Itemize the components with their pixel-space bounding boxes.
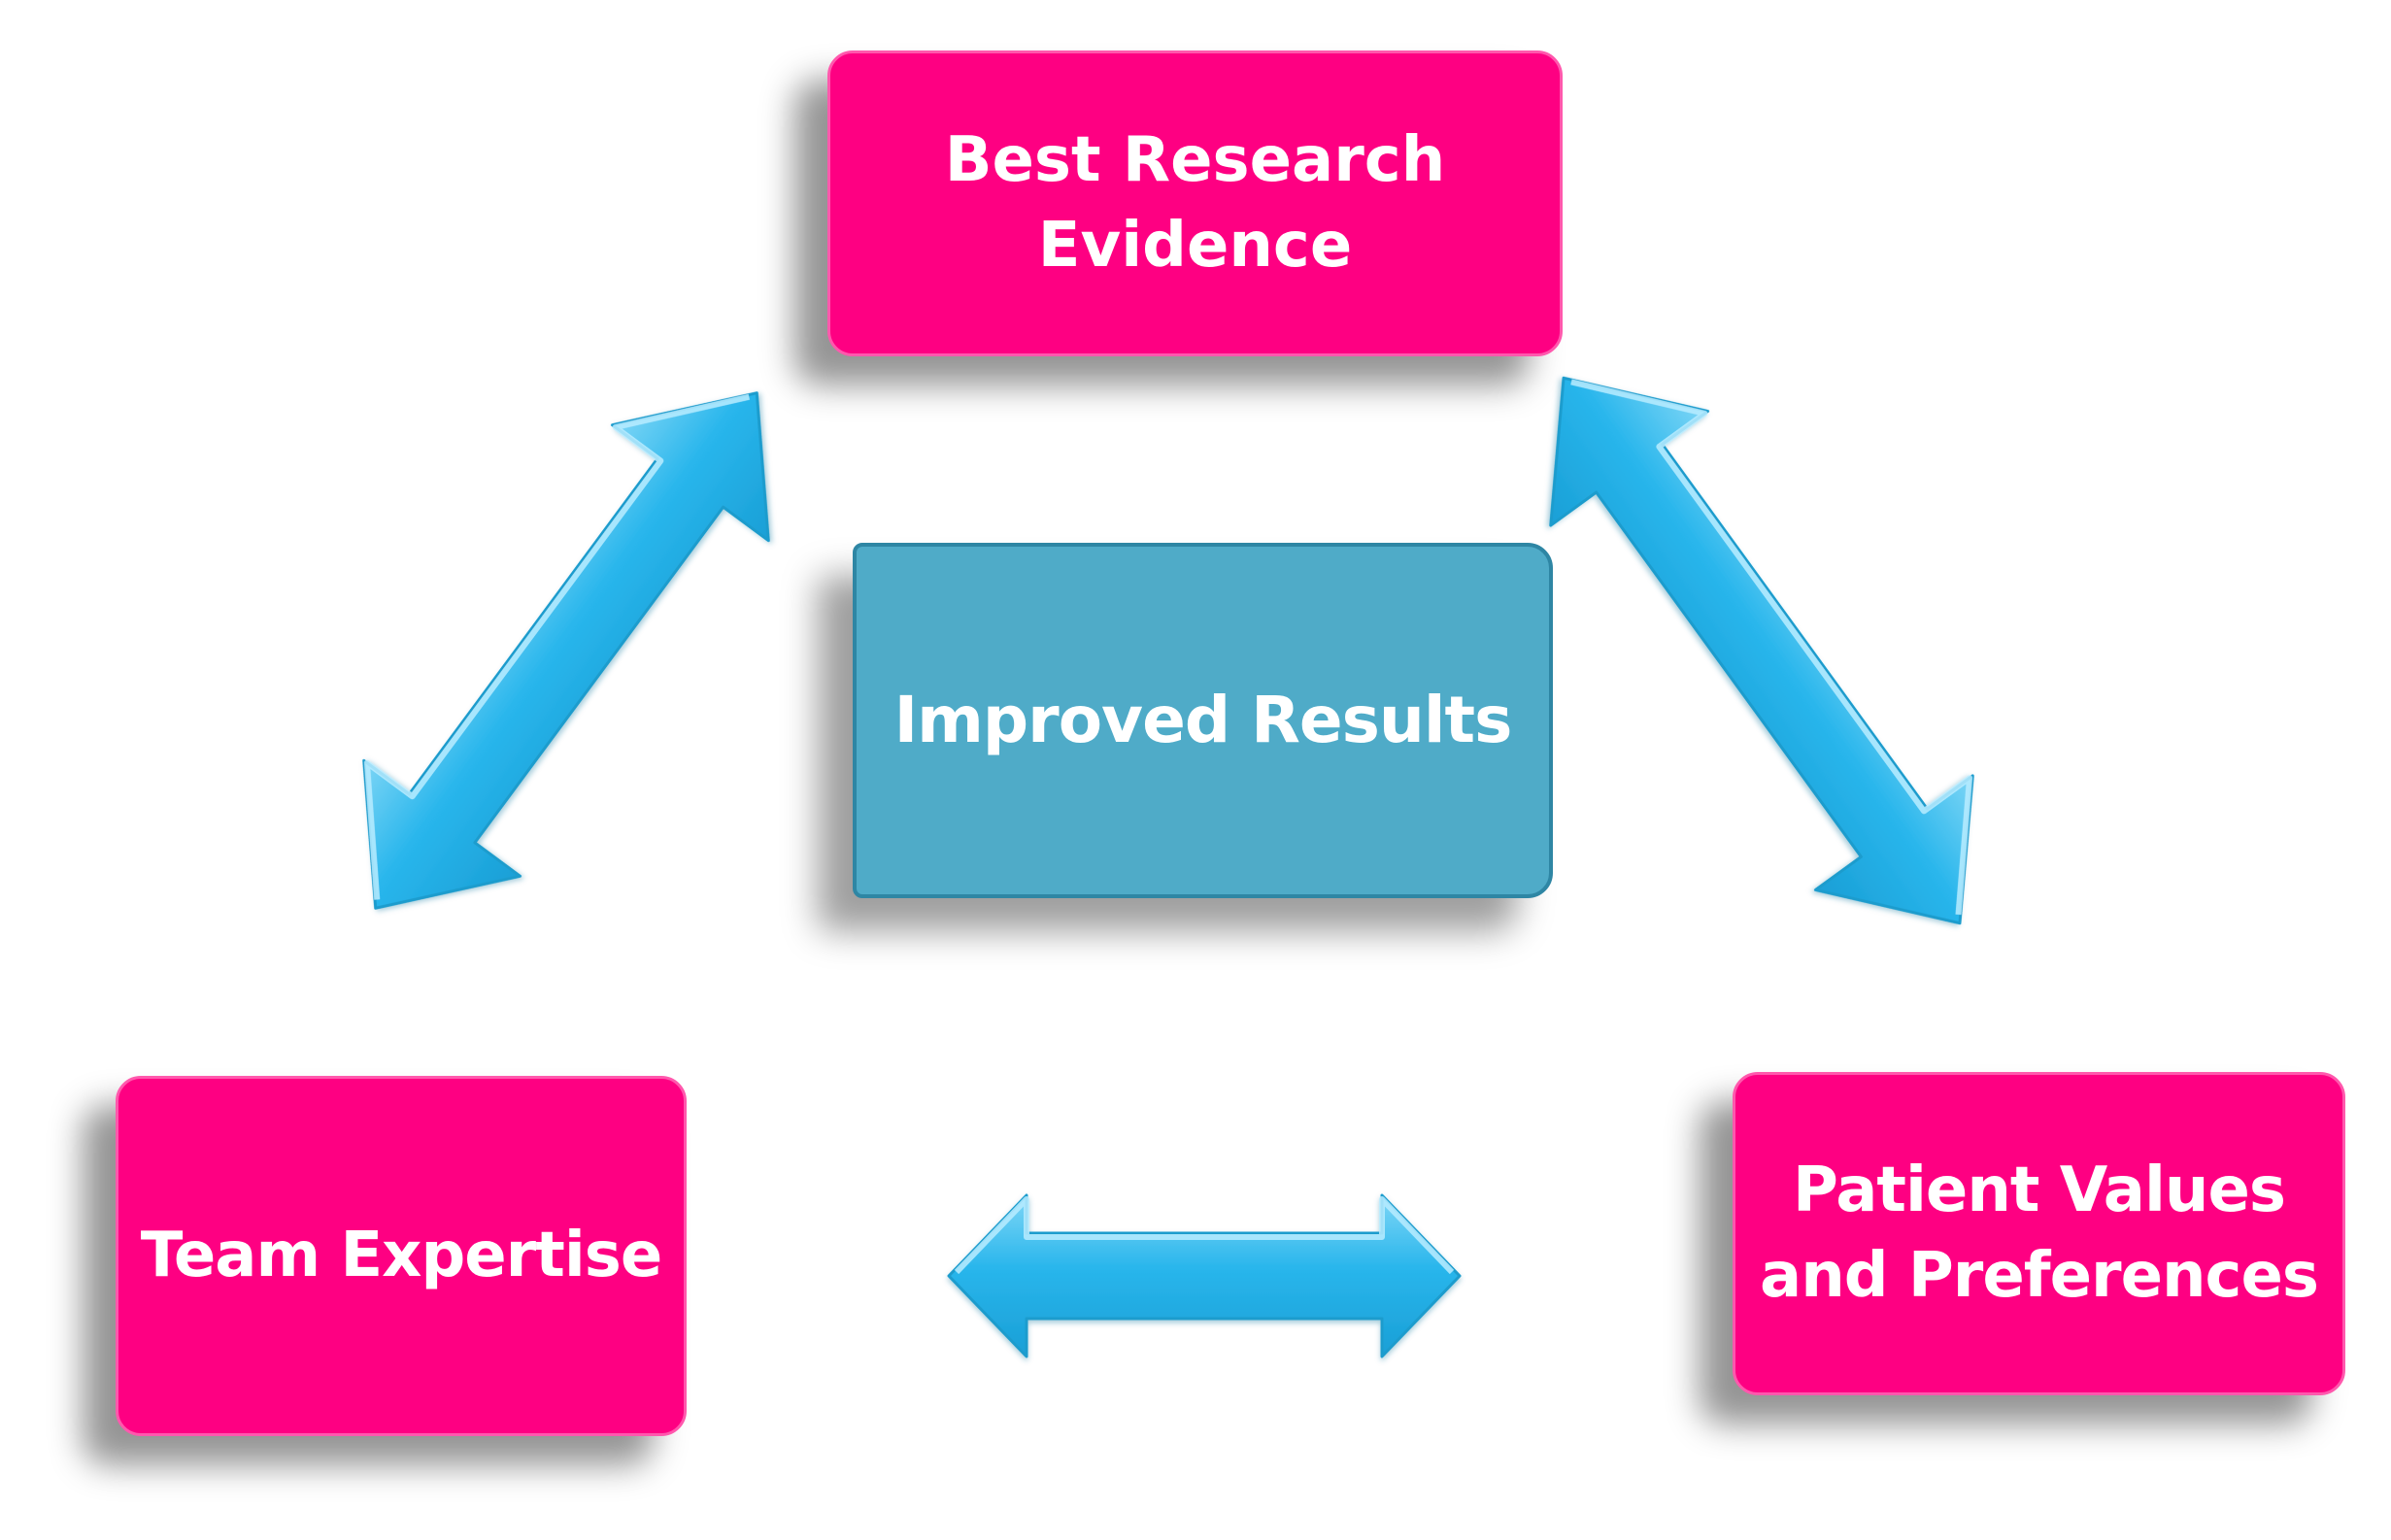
- node-label-line: Best Research: [944, 124, 1446, 197]
- node-label: Team Expertise: [140, 1219, 663, 1291]
- team-expertise-node: Team Expertise: [116, 1076, 687, 1436]
- node-label-line: Patient Values: [1793, 1155, 2286, 1227]
- double-arrow-left-icon: [362, 391, 770, 910]
- double-arrow-bottom-icon: [947, 1193, 1462, 1358]
- node-label-line: Evidence: [1037, 209, 1353, 282]
- double-arrow-right-icon: [1549, 376, 1974, 925]
- node-label: Improved Results: [893, 683, 1513, 758]
- patient-values-node: Patient Values and Preferences: [1733, 1072, 2345, 1395]
- best-research-evidence-node: Best Research Evidence: [827, 50, 1563, 356]
- node-label-line: and Preferences: [1760, 1239, 2319, 1312]
- improved-results-node: Improved Results: [853, 543, 1553, 898]
